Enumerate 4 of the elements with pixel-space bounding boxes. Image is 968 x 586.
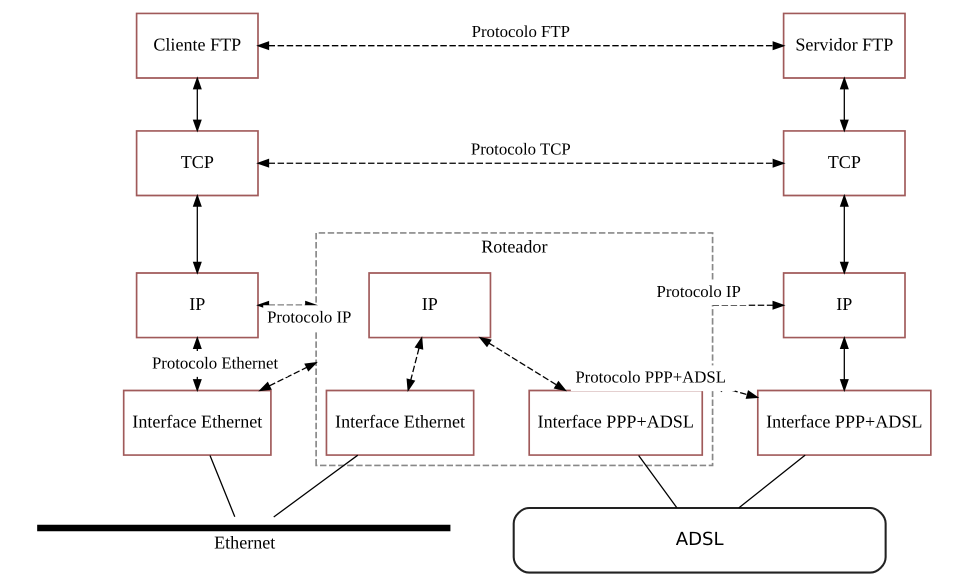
edge-label: Protocolo FTP: [472, 22, 570, 42]
node-label: Ethernet: [214, 532, 276, 552]
edge-label: Protocolo Ethernet: [152, 353, 278, 372]
edge-label: Protocolo TCP: [470, 140, 571, 159]
